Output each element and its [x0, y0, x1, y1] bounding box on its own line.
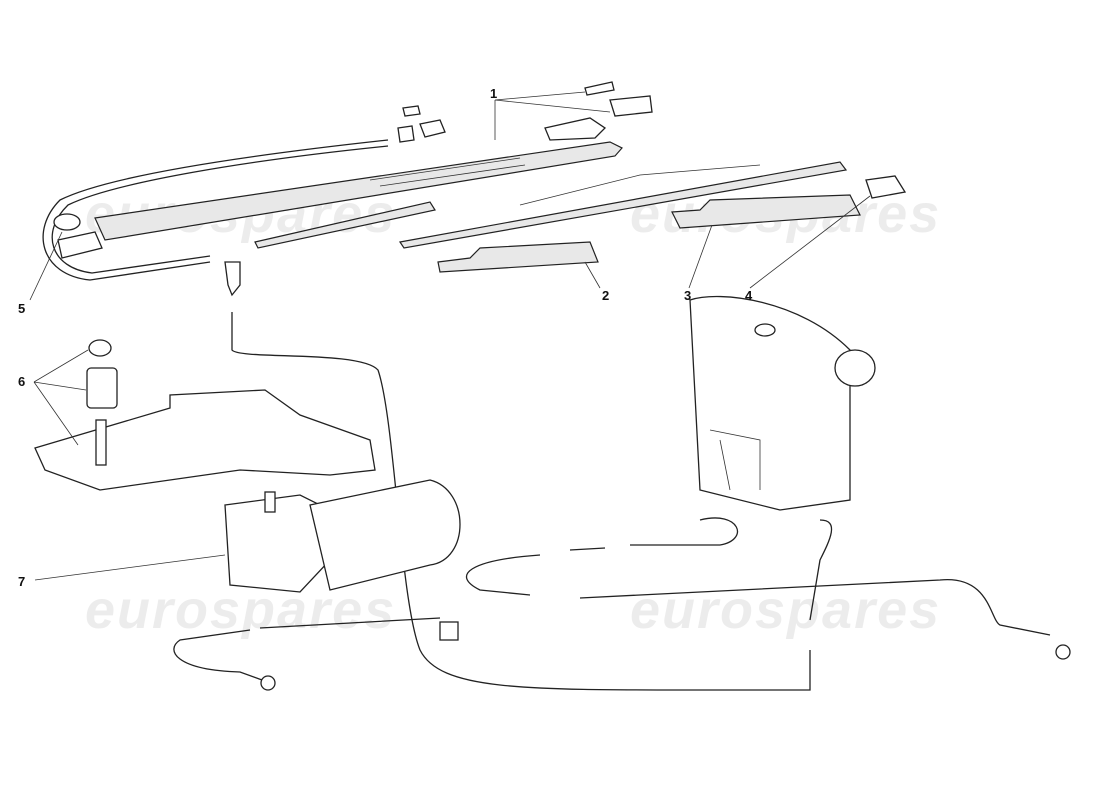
callout-7: 7 [18, 574, 25, 589]
hose [173, 617, 441, 681]
callout-4: 4 [745, 288, 753, 303]
watermark: eurospares [85, 580, 396, 640]
reservoir-cap [834, 349, 876, 387]
blade-end-cap-4 [865, 175, 907, 199]
connector [439, 621, 459, 641]
callout-6: 6 [18, 374, 25, 389]
wiper-arm-assembly [94, 81, 653, 241]
leader-lines [29, 91, 871, 581]
rubber-bush [88, 339, 112, 357]
callout-3: 3 [684, 288, 691, 303]
hose [809, 519, 833, 621]
callout-1: 1 [490, 86, 497, 101]
watermark: eurospares [630, 580, 941, 640]
hose [630, 517, 738, 546]
washer-reservoir [689, 295, 876, 511]
nozzle-fitting [260, 675, 276, 691]
motor-bracket [34, 389, 376, 491]
washer-jet [224, 261, 241, 297]
bracket-stud [95, 419, 107, 466]
nozzle-fitting [1055, 644, 1071, 660]
washer-hose [42, 139, 389, 281]
hose [466, 547, 606, 596]
wiper-blade-small [254, 201, 436, 249]
hose [579, 579, 1051, 636]
wiper-motor [224, 479, 461, 593]
blade-deflector-2 [437, 241, 599, 273]
callout-2: 2 [602, 288, 609, 303]
pivot-bracket [57, 231, 103, 259]
wiper-blade-large [398, 161, 848, 249]
spacer-sleeve [86, 367, 118, 409]
pivot-cap [53, 213, 81, 231]
blade-deflector-3 [671, 194, 861, 229]
callout-5: 5 [18, 301, 25, 316]
